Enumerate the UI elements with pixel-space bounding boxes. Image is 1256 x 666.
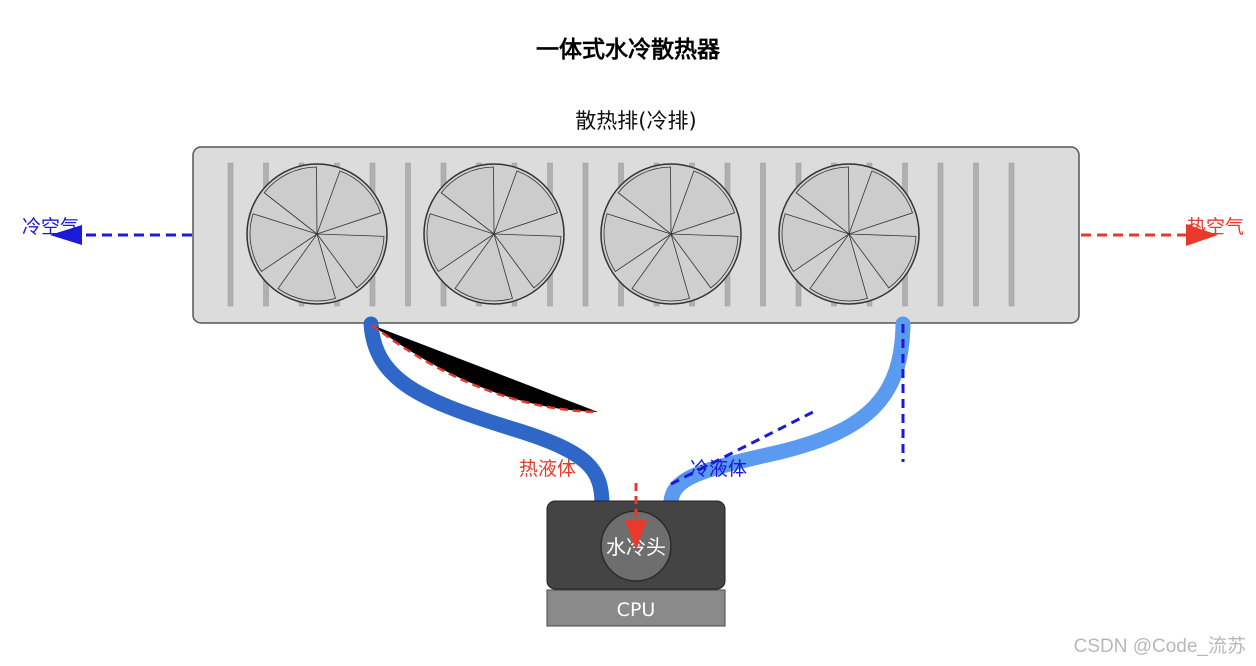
fan-icon (778, 163, 920, 305)
cold-liquid-tube (663, 316, 911, 513)
pump-flow-arrow (625, 483, 647, 550)
cold-air-arrow (50, 225, 192, 245)
radiator-fin (1008, 162, 1015, 307)
fan-group (246, 163, 920, 305)
radiator-fin (760, 162, 766, 307)
radiator-label: 散热排(冷排) (575, 109, 696, 133)
fan-icon (600, 163, 742, 305)
fan-icon (246, 163, 388, 305)
watermark: CSDN @Code_流苏 (1073, 636, 1246, 657)
hot-flow-line (371, 324, 599, 414)
fan-icon (423, 163, 565, 305)
hot-air-label: 热空气 (1187, 216, 1244, 238)
radiator-fin (227, 162, 234, 307)
hot-liquid-tube (363, 316, 610, 513)
page-title: 一体式水冷散热器 (536, 37, 720, 63)
hot-flow-wedge (372, 325, 598, 412)
cold-air-label: 冷空气 (22, 216, 79, 238)
radiator-fin (973, 162, 979, 307)
hot-liquid-label: 热液体 (519, 458, 576, 480)
radiator-fin (582, 162, 589, 307)
cold-liquid-label: 冷液体 (690, 458, 747, 480)
cpu-block (546, 589, 726, 627)
cpu-label: CPU (617, 599, 656, 621)
hot-air-arrow (1081, 224, 1218, 246)
radiator-fin (937, 162, 944, 307)
cold-flow-line (670, 409, 816, 486)
radiator-fin (405, 162, 411, 307)
